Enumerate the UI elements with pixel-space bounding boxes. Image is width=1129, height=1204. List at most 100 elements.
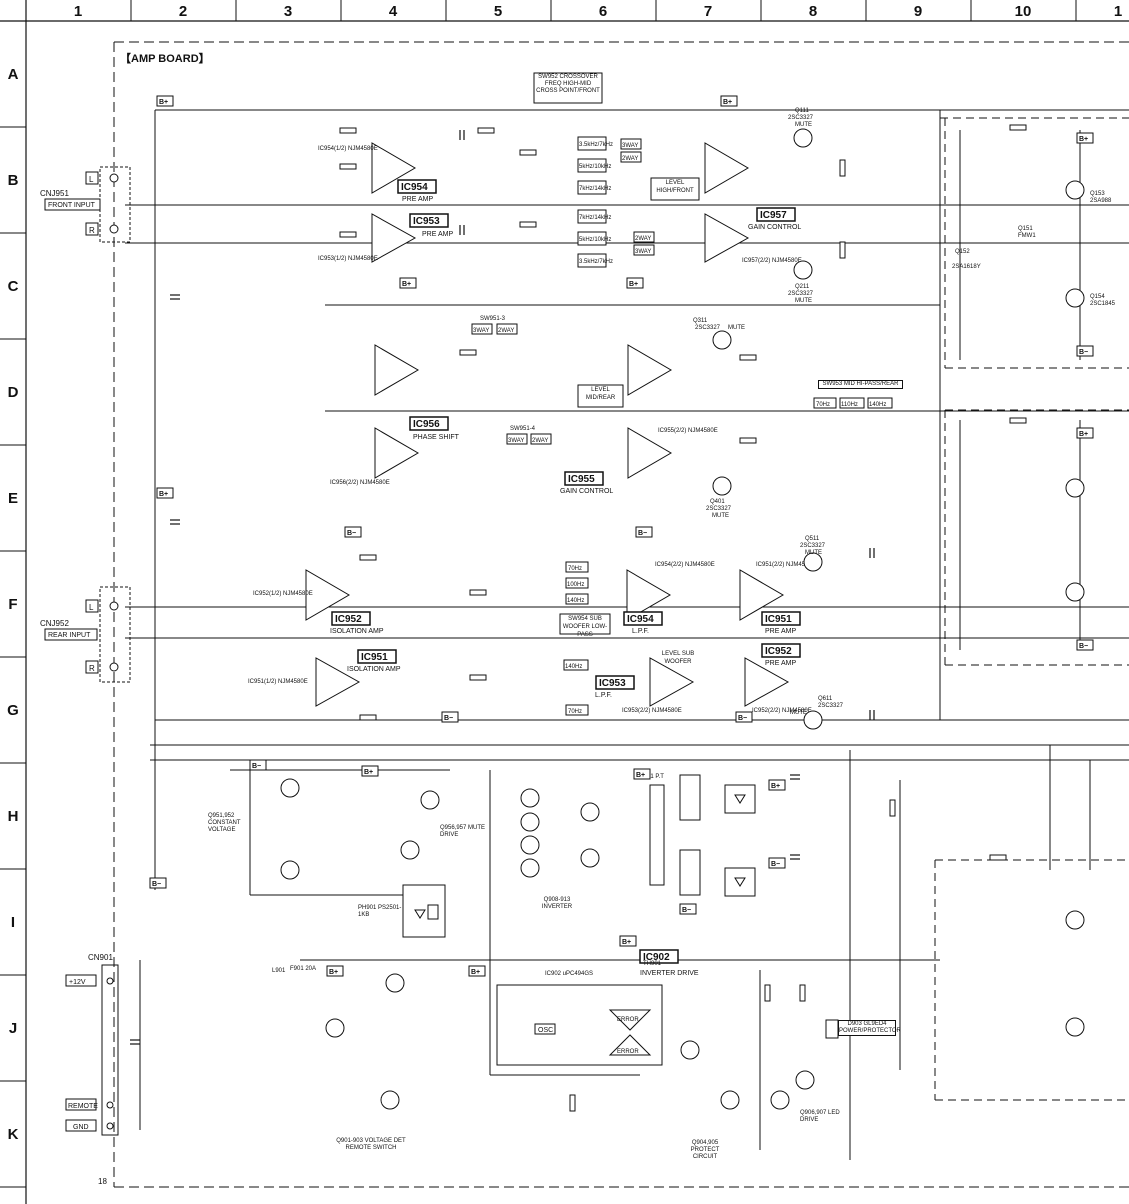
resistor bbox=[889, 799, 896, 817]
rear-pin-box bbox=[85, 599, 99, 613]
ic-part: IC952(1/2) NJM4580E bbox=[253, 591, 313, 597]
transistor-q906 bbox=[770, 1090, 790, 1110]
front-input-label: FRONT INPUT bbox=[48, 202, 96, 209]
net-b-minus: B− bbox=[1079, 643, 1088, 650]
transistor-q903 bbox=[380, 1090, 400, 1110]
resistor bbox=[839, 241, 846, 259]
ic-id: IC952 bbox=[335, 614, 362, 625]
board-boundary bbox=[113, 41, 1129, 1188]
resistor bbox=[459, 349, 477, 356]
transistor-ref: Q153 bbox=[1090, 191, 1105, 197]
ic-id: IC902 bbox=[643, 952, 670, 963]
row-label: A bbox=[8, 66, 19, 83]
transistor-part: 2SC3327 bbox=[818, 703, 844, 709]
resistor bbox=[339, 231, 357, 238]
power-pin-remote: REMOTE bbox=[68, 1103, 98, 1110]
fuse-label: F901 20A bbox=[290, 966, 316, 972]
column-label: 9 bbox=[914, 3, 922, 20]
transistor-q611 bbox=[803, 710, 823, 730]
transistor-part: FMW1 bbox=[1018, 233, 1036, 239]
row-label: D bbox=[8, 384, 19, 401]
ic-function: L.P.F. bbox=[632, 628, 649, 635]
ic-id: IC956 bbox=[413, 419, 440, 430]
opamp-ic955-gain-control: IC955 GAIN CONTROL IC955(2/2) NJM4580E bbox=[560, 344, 718, 495]
net-b-minus: B− bbox=[738, 715, 747, 722]
net-b-plus: B+ bbox=[622, 939, 631, 946]
transistor-q111 bbox=[793, 128, 813, 148]
column-label: 8 bbox=[809, 3, 817, 20]
diode-symbol bbox=[734, 794, 746, 804]
column-labels: 1 2 3 4 5 6 7 8 9 10 1 bbox=[74, 3, 1122, 20]
transistor-q901 bbox=[325, 1018, 345, 1038]
net-b-plus: B+ bbox=[1079, 431, 1088, 438]
ic-part: IC951(2/2) NJM4580E bbox=[756, 562, 816, 568]
transistor-q954 bbox=[420, 790, 440, 810]
row-label: G bbox=[7, 702, 19, 719]
net-b-plus: B+ bbox=[771, 783, 780, 790]
way-3-label: 3WAY bbox=[473, 328, 489, 334]
column-label: 1 bbox=[74, 3, 82, 20]
led-drive-label: Q906,907 LED DRIVE bbox=[800, 1110, 840, 1123]
opamp-ic951-preamp: IC951 PRE AMP IC951(2/2) NJM4580E bbox=[739, 562, 816, 635]
rear-input-ref: CNJ952 bbox=[40, 619, 69, 628]
transistor-q912 bbox=[580, 802, 600, 822]
power-pin-box bbox=[65, 974, 97, 987]
transistor-part: 2SC3327 bbox=[695, 325, 721, 331]
resistor bbox=[569, 1094, 576, 1112]
opamp-ic957-gain-control: IC957 GAIN CONTROL IC957(2/2) NJM4580E bbox=[704, 142, 802, 264]
opamp-ic956-phase-shift: IC956 PHASE SHIFT IC956(2/2) NJM4580E bbox=[330, 344, 460, 486]
sw952-crossover-box: SW952 CROSSOVER FREQ HIGH-MID CROSS POIN… bbox=[533, 72, 603, 104]
transistor-symbols bbox=[280, 128, 1085, 1110]
transistor-ref: Q154 bbox=[1090, 294, 1105, 300]
net-b-minus: B− bbox=[152, 881, 161, 888]
resistor bbox=[799, 984, 806, 1002]
column-label: 1 bbox=[1114, 3, 1122, 20]
power-pin-12v: +12V bbox=[69, 979, 86, 986]
front-pin-l: L bbox=[89, 175, 94, 184]
transistor-q511 bbox=[803, 552, 823, 572]
transistor-role: MUTE bbox=[712, 513, 729, 519]
ic-part: IC954(2/2) NJM4580E bbox=[655, 562, 715, 568]
transistor-q952 bbox=[280, 860, 300, 880]
inverter-label: Q908-913 INVERTER bbox=[541, 897, 573, 910]
sw954-sub-box: SW954 SUB WOOFER LOW-PASS 70Hz 100Hz 140… bbox=[559, 561, 611, 716]
transistor-q953 bbox=[400, 840, 420, 860]
opamp-ic952-isolation: IC952 ISOLATION AMP IC952(1/2) NJM4580E bbox=[253, 569, 384, 635]
net-b-plus: B+ bbox=[629, 281, 638, 288]
front-pin-box bbox=[85, 222, 99, 236]
transistor-q911 bbox=[520, 858, 540, 878]
transistor-q910 bbox=[520, 835, 540, 855]
way-2-label: 2WAY bbox=[635, 236, 651, 242]
net-b-minus: B− bbox=[252, 763, 261, 770]
transistor-part: 2SC1845 bbox=[1090, 301, 1116, 307]
error-block-label: ERROR bbox=[617, 1017, 639, 1023]
sw951-4-label: SW951-4 bbox=[510, 426, 536, 432]
rear-pin-l: L bbox=[89, 603, 94, 612]
transistor-q909 bbox=[520, 812, 540, 832]
column-label: 10 bbox=[1015, 3, 1032, 20]
opamp-ic953-preamp: IC953 PRE AMP IC953(1/2) NJM4580E bbox=[318, 213, 453, 263]
rear-pin-r: R bbox=[89, 664, 95, 673]
mute-drive-label: Q956,957 MUTE DRIVE bbox=[440, 825, 486, 838]
resistor bbox=[339, 127, 357, 134]
rear-input-label: REAR INPUT bbox=[48, 632, 91, 639]
diode-bridges bbox=[679, 774, 756, 897]
row-labels: A B C D E F G H I J K bbox=[7, 66, 19, 1143]
net-b-plus: B+ bbox=[402, 281, 411, 288]
way-2-label: 2WAY bbox=[622, 156, 638, 162]
power-connector: CN901 +12V REMOTE GND bbox=[65, 953, 119, 1136]
freq-label: 3.5kHz/7kHz bbox=[579, 259, 613, 265]
resistor bbox=[519, 149, 537, 156]
rectifier-block bbox=[679, 849, 701, 896]
resistor bbox=[739, 354, 757, 361]
power-led-label: D903 GL9ED4 POWER/PROTECTOR bbox=[838, 1020, 901, 1036]
way-2-label: 2WAY bbox=[532, 438, 548, 444]
column-label: 2 bbox=[179, 3, 187, 20]
mid-freq-label: 70Hz bbox=[816, 402, 830, 408]
way-3-label: 3WAY bbox=[508, 438, 524, 444]
column-label: 3 bbox=[284, 3, 292, 20]
power-pin-box bbox=[65, 1098, 97, 1111]
transistor-role: MUTE bbox=[795, 122, 812, 128]
passive-components bbox=[339, 124, 1027, 1112]
photocoupler-label: PH901 PS2501-1KB bbox=[358, 905, 402, 918]
